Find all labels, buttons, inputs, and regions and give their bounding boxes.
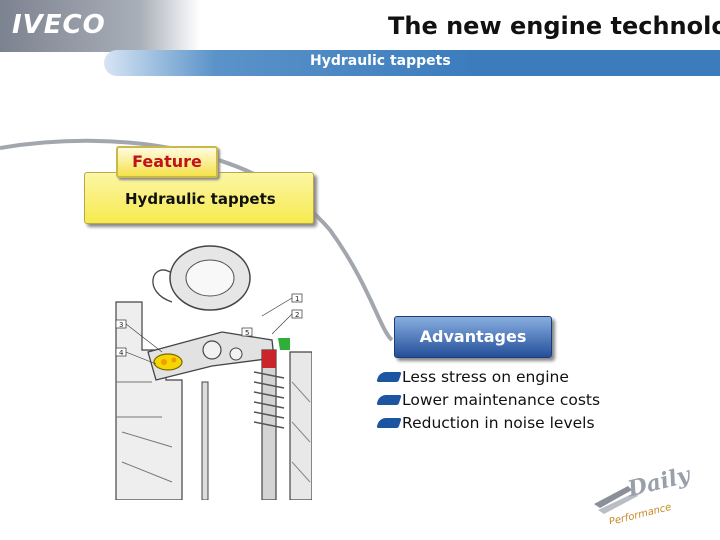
header-logo-band	[0, 0, 200, 52]
bullet-icon	[376, 395, 402, 405]
hydraulic-tappet-diagram: 1 2 3 4 5	[112, 232, 312, 500]
daily-logo-text: Daily	[624, 464, 694, 503]
advantages-tab: Advantages	[394, 316, 552, 358]
page-title: The new engine technology	[388, 12, 720, 40]
callout-2: 2	[295, 311, 299, 319]
bullet-icon	[376, 418, 402, 428]
callout-1: 1	[295, 295, 299, 303]
feature-panel	[84, 172, 314, 224]
advantage-item: Lower maintenance costs	[376, 389, 601, 412]
advantage-item: Less stress on engine	[376, 366, 600, 389]
feature-tab: Feature	[116, 146, 218, 178]
advantage-text: Reduction in noise levels	[402, 414, 595, 432]
advantage-text: Less stress on engine	[402, 368, 569, 386]
advantage-text: Lower maintenance costs	[402, 391, 601, 409]
bullet-icon	[376, 372, 402, 382]
page-subtitle: Hydraulic tappets	[310, 53, 451, 69]
subtitle-bar	[104, 50, 720, 76]
advantages-list: Less stress on engine Lower maintenance …	[376, 366, 601, 435]
callout-5: 5	[245, 329, 249, 337]
callout-3: 3	[119, 321, 123, 329]
advantage-item: Reduction in noise levels	[376, 412, 600, 435]
callout-4: 4	[119, 349, 124, 357]
daily-performance-logo: Daily Performance	[594, 464, 695, 524]
iveco-logo: IVECO	[12, 10, 106, 40]
feature-text: Hydraulic tappets	[125, 190, 276, 208]
